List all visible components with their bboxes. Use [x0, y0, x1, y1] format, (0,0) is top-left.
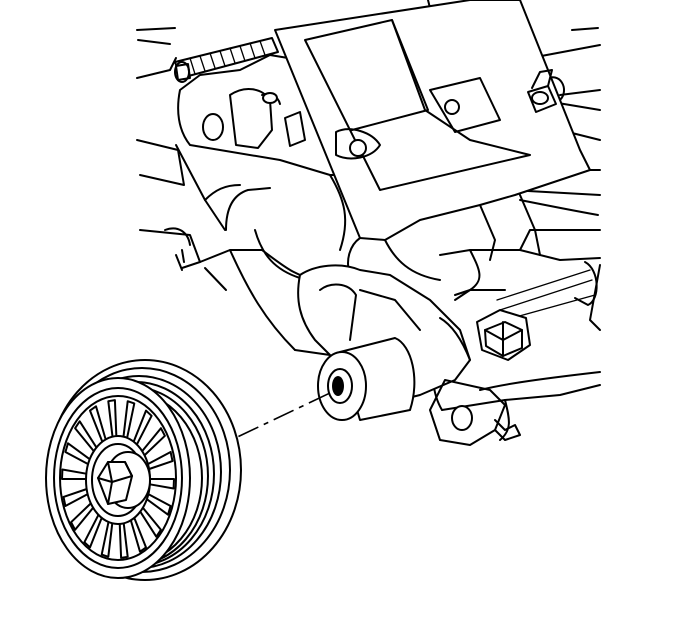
idler-pulley — [45, 359, 242, 581]
pulley-spoke — [64, 442, 91, 465]
pulley-spoke — [107, 399, 118, 437]
pulley-spoke — [133, 409, 153, 445]
mounting-bracket — [177, 0, 591, 446]
bracket-bolt — [476, 309, 531, 361]
pulley-spoke — [70, 502, 95, 531]
pulley-spoke — [83, 513, 103, 549]
pulley-spoke — [145, 493, 172, 516]
bracket-stud — [174, 37, 279, 83]
pulley-spoke — [89, 405, 107, 442]
pulley-spokes — [61, 399, 175, 559]
pulley-spoke — [100, 520, 114, 558]
pulley-mounting-boss — [317, 337, 416, 421]
pulley-spoke — [62, 488, 89, 507]
pulley-spoke — [148, 478, 175, 490]
pulley-spoke — [61, 468, 88, 480]
pulley-spoke — [122, 400, 136, 438]
pulley-spoke — [129, 516, 147, 553]
pulley-spoke — [138, 506, 162, 538]
pulley-spoke — [118, 521, 129, 559]
pulley-bolt — [97, 451, 151, 509]
pulley-spoke — [141, 427, 166, 456]
pulley-spoke — [147, 451, 174, 470]
pulley-spoke — [74, 420, 98, 452]
